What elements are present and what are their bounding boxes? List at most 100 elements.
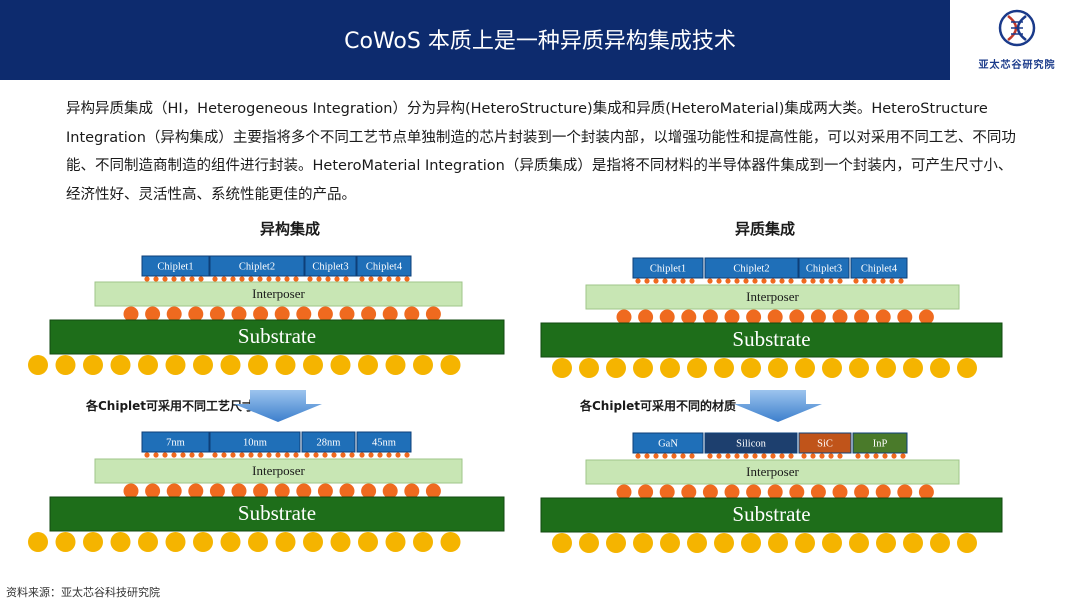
right-caption: 各Chiplet可采用不同的材质 <box>580 399 737 413</box>
logo-icon <box>998 9 1036 47</box>
chiplet-label: Chiplet4 <box>861 263 898 274</box>
micro-bump <box>257 276 263 282</box>
solder-ball <box>606 358 626 378</box>
c4-bump <box>296 483 312 499</box>
micro-bump <box>377 452 383 458</box>
micro-bump <box>828 278 834 284</box>
solder-ball <box>903 358 923 378</box>
c4-bump <box>145 306 161 322</box>
micro-bump <box>900 453 906 459</box>
chiplet-label: 28nm <box>317 437 341 448</box>
c4-bump <box>253 306 269 322</box>
solder-ball <box>385 355 406 375</box>
micro-bump <box>343 276 349 282</box>
solder-ball <box>795 358 815 378</box>
micro-bump <box>313 452 319 458</box>
solder-ball <box>903 533 923 553</box>
solder-ball <box>876 358 896 378</box>
c4-bump <box>188 306 204 322</box>
micro-bump <box>359 276 365 282</box>
c4-bump <box>209 306 225 322</box>
micro-bump <box>395 276 401 282</box>
micro-bump <box>770 453 776 459</box>
c4-bump <box>253 483 269 499</box>
chiplet-label: Chiplet1 <box>157 261 193 272</box>
micro-bump <box>284 452 290 458</box>
c4-bump <box>681 309 697 325</box>
substrate-label: Substrate <box>732 327 810 351</box>
micro-bump <box>644 278 650 284</box>
micro-bump <box>770 278 776 284</box>
solder-ball <box>741 358 761 378</box>
c4-bump <box>897 309 913 325</box>
chiplet <box>141 431 210 453</box>
solder-ball <box>248 532 268 552</box>
down-arrow-icon <box>234 390 322 422</box>
solder-ball <box>714 358 734 378</box>
micro-bump <box>707 453 713 459</box>
micro-bump <box>153 452 159 458</box>
solder-ball <box>579 358 599 378</box>
interposer <box>585 284 960 310</box>
c4-bump <box>382 306 398 322</box>
solder-ball <box>660 358 680 378</box>
micro-bump <box>248 276 254 282</box>
micro-bump <box>275 276 281 282</box>
solder-ball <box>303 532 323 552</box>
c4-bump <box>789 484 805 500</box>
micro-bump <box>725 278 731 284</box>
micro-bump <box>734 278 740 284</box>
c4-bump <box>188 483 204 499</box>
micro-bump <box>707 278 713 284</box>
micro-bump <box>404 276 410 282</box>
c4-bump <box>810 309 826 325</box>
c4-bump <box>404 306 420 322</box>
c4-bump <box>810 484 826 500</box>
solder-ball <box>714 533 734 553</box>
solder-ball <box>275 355 296 375</box>
chiplet <box>304 255 357 277</box>
c4-bump <box>209 483 225 499</box>
c4-bump <box>616 309 632 325</box>
c4-bump <box>767 484 783 500</box>
micro-bump <box>761 453 767 459</box>
c4-bump <box>724 309 740 325</box>
c4-bump <box>339 306 355 322</box>
micro-bump <box>671 278 677 284</box>
solder-ball <box>579 533 599 553</box>
micro-bump <box>307 276 313 282</box>
micro-bump <box>239 276 245 282</box>
micro-bump <box>162 452 168 458</box>
left-caption: 各Chiplet可采用不同工艺尺寸 <box>86 399 255 413</box>
c4-bump <box>918 484 934 500</box>
micro-bump <box>171 452 177 458</box>
c4-bump <box>854 309 870 325</box>
solder-ball <box>413 355 433 375</box>
c4-bump <box>659 309 675 325</box>
micro-bump <box>689 453 695 459</box>
micro-bump <box>828 453 834 459</box>
chiplet-label: GaN <box>658 438 678 449</box>
left-section-title: 异构集成 <box>259 220 320 238</box>
micro-bump <box>788 278 794 284</box>
micro-bump <box>189 452 195 458</box>
c4-bump <box>832 309 848 325</box>
micro-bump <box>340 452 346 458</box>
micro-bump <box>853 278 859 284</box>
c4-bump <box>296 306 312 322</box>
page-title: CoWoS 本质上是一种异质异构集成技术 <box>344 29 736 54</box>
micro-bump <box>752 453 758 459</box>
solder-ball <box>358 355 378 375</box>
solder-ball <box>83 532 103 552</box>
c4-bump <box>361 306 377 322</box>
solder-ball <box>385 532 406 552</box>
solder-ball <box>930 533 950 553</box>
solder-ball <box>822 533 842 553</box>
c4-bump <box>616 484 632 500</box>
c4-bump <box>274 306 290 322</box>
micro-bump <box>368 276 374 282</box>
logo-text: 亚太芯谷研究院 <box>978 60 1056 71</box>
micro-bump <box>801 453 807 459</box>
micro-bump <box>230 452 236 458</box>
chiplet-label: 10nm <box>243 437 267 448</box>
